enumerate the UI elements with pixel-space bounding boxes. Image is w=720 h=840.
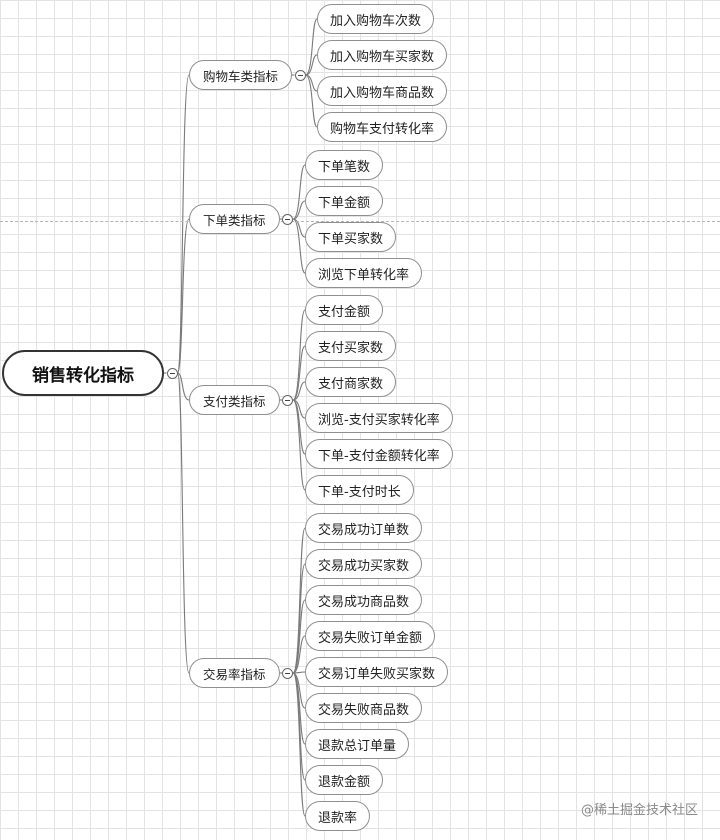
leaf-node[interactable]: 下单-支付金额转化率 [305,439,453,469]
leaf-node[interactable]: 退款总订单量 [305,729,410,759]
root-to-category-line [176,218,190,374]
leaf-node[interactable]: 浏览-支付买家转化率 [305,403,453,433]
category-to-leaf-line [292,399,306,491]
leaf-node[interactable]: 退款金额 [305,765,384,795]
leaf-node[interactable]: 退款率 [305,801,371,831]
leaf-node[interactable]: 加入购物车买家数 [317,40,448,70]
collapse-toggle-icon[interactable] [294,69,306,81]
leaf-node[interactable]: 购物车支付转化率 [317,112,448,142]
collapse-toggle-icon[interactable] [282,213,294,225]
page-break-line [0,221,720,222]
leaf-node[interactable]: 加入购物车商品数 [317,76,448,106]
category-to-leaf-line [292,635,306,674]
leaf-node[interactable]: 交易成功买家数 [305,549,423,579]
leaf-node[interactable]: 浏览下单转化率 [305,258,423,288]
category-to-leaf-line [305,54,318,76]
category-to-leaf-line [292,345,306,401]
root-to-category-line [177,372,190,401]
category-node[interactable]: 交易率指标 [189,658,280,688]
category-node[interactable]: 购物车类指标 [189,60,293,90]
category-node[interactable]: 支付类指标 [189,385,280,415]
leaf-node[interactable]: 支付商家数 [305,367,397,397]
leaf-node[interactable]: 下单金额 [305,186,384,216]
category-to-leaf-line [304,18,318,76]
collapse-toggle-icon[interactable] [282,667,294,679]
leaf-node[interactable]: 交易成功商品数 [305,585,423,615]
category-to-leaf-line [292,672,306,817]
leaf-node[interactable]: 交易失败订单金额 [305,621,436,651]
category-to-leaf-line [292,200,306,220]
root-to-category-line [176,372,190,674]
root-node[interactable]: 销售转化指标 [2,350,164,396]
collapse-toggle-icon[interactable] [166,367,178,379]
leaf-node[interactable]: 支付买家数 [305,331,397,361]
watermark: @稀土掘金技术社区 [580,803,698,818]
category-node[interactable]: 下单类指标 [189,204,280,234]
category-to-leaf-line [292,309,306,401]
leaf-node[interactable]: 下单笔数 [305,150,384,180]
leaf-node[interactable]: 交易订单失败买家数 [305,657,449,687]
root-to-category-line [176,74,190,374]
category-to-leaf-line [292,218,306,274]
collapse-toggle-icon[interactable] [282,394,294,406]
leaf-node[interactable]: 下单-支付时长 [305,475,414,505]
category-to-leaf-line [292,381,306,401]
leaf-node[interactable]: 交易失败商品数 [305,693,423,723]
leaf-node[interactable]: 加入购物车次数 [317,4,435,34]
leaf-node[interactable]: 下单买家数 [305,222,397,252]
category-to-leaf-line [292,164,306,220]
leaf-node[interactable]: 支付金额 [305,295,384,325]
category-to-leaf-line [304,74,318,128]
leaf-node[interactable]: 交易成功订单数 [305,513,423,543]
